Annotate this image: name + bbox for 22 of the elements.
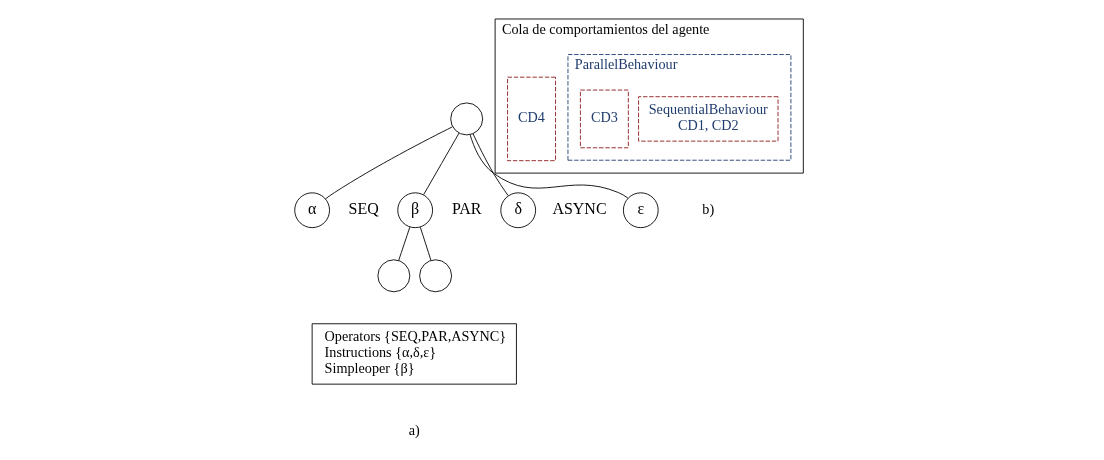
- label: b): [701, 200, 714, 217]
- connector: [419, 226, 431, 261]
- label: a): [408, 422, 420, 439]
- connector: [397, 226, 410, 261]
- connector: [422, 132, 460, 196]
- node-circle: δ: [499, 192, 536, 229]
- connector: [469, 134, 628, 199]
- node-box: Operators {SEQ,PAR,ASYNC} Instructions {α,δ,ε} Simpleoper {β}: [311, 323, 517, 385]
- node-circle: [418, 259, 452, 293]
- node-box: CD4: [506, 76, 556, 162]
- node-circle: [449, 102, 483, 136]
- node-circle: ε: [622, 192, 659, 229]
- connector: [324, 126, 453, 200]
- label: ASYNC: [551, 200, 607, 218]
- node-circle: [376, 259, 410, 293]
- node-box: CD3: [579, 89, 629, 149]
- node-box: SequentialBehaviour CD1, CD2: [637, 96, 778, 142]
- node-circle: α: [293, 192, 330, 229]
- label: SEQ: [348, 200, 379, 218]
- label: PAR: [451, 200, 481, 218]
- node-circle: β: [396, 192, 433, 229]
- connector: [472, 133, 508, 196]
